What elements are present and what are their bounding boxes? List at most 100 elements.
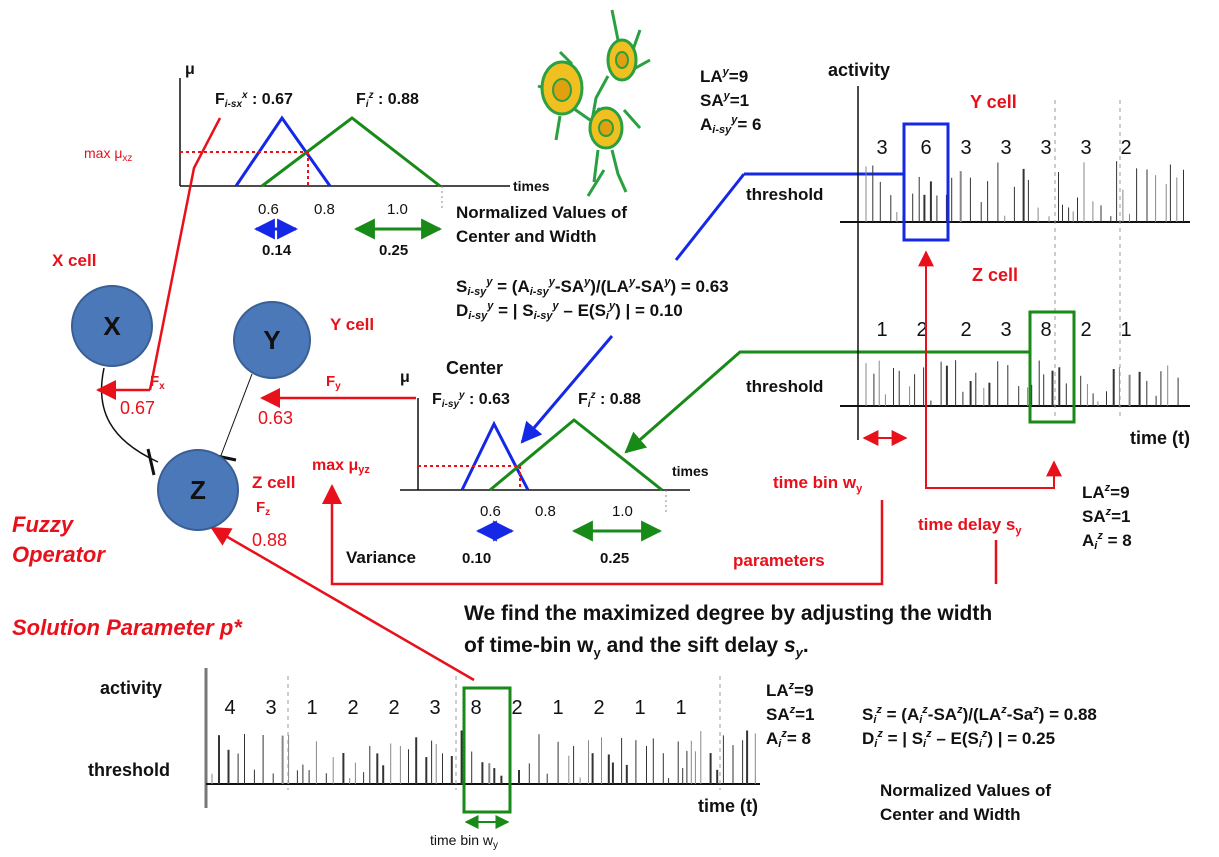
mid-chart-tick-2: 1.0	[612, 503, 633, 520]
mid-chart-times-label: times	[672, 463, 709, 479]
y-count-1: 6	[920, 137, 931, 159]
top-chart-times-label: times	[513, 178, 550, 194]
bottom-laz: LAz=9	[766, 680, 814, 700]
middle-membership-chart: μ Center times Fi-syy : 0.63 Fiz : 0.88 …	[312, 358, 709, 567]
x-node-label: X	[103, 311, 121, 341]
y-cell-spikes	[865, 161, 1184, 222]
mid-chart-fy-label: Fi-syy : 0.63	[432, 390, 510, 410]
top-chart-tick-0: 0.6	[258, 201, 279, 218]
bottom-values: LAz=9 SAz=1 Aiz= 8 Siz = (Aiz-SAz)/(LAz-…	[766, 680, 1097, 750]
mid-chart-blue-triangle	[460, 420, 530, 491]
fuzzy-operator-line1: Fuzzy	[12, 512, 75, 537]
y-count-0: 3	[876, 137, 887, 159]
y-count-4: 3	[1040, 137, 1051, 159]
blue-connector-a	[674, 173, 746, 261]
bottom-saz: SAz=1	[766, 704, 815, 724]
node-network: X Y Z X cell Y cell Z cell Fx 0.67 Fy 0.…	[52, 251, 374, 550]
saz-value: SAz=1	[1082, 506, 1131, 526]
fz-label: Fz	[256, 499, 270, 518]
neuron-nucleus-3	[598, 119, 614, 137]
time-delay-arrow	[918, 250, 1062, 489]
z-count-0: 1	[876, 319, 887, 341]
right-z-threshold: threshold	[746, 377, 823, 396]
bottom-formula-d: Diz = | Siz – E(Siz) | = 0.25	[862, 728, 1055, 750]
mid-chart-tick-1: 0.8	[535, 503, 556, 520]
top-chart-tick-1: 0.8	[314, 201, 335, 218]
right-activity-charts: activity Y cell Z cell threshold thresho…	[746, 60, 1190, 448]
top-chart-fx-label: Fi-sxx : 0.67	[215, 90, 293, 110]
ay-value: Ai-syy= 6	[700, 114, 761, 136]
y-count-3: 3	[1000, 137, 1011, 159]
bottom-count-6: 8	[470, 697, 481, 719]
right-y-threshold: threshold	[746, 185, 823, 204]
y-count-2: 3	[960, 137, 971, 159]
neuron-image	[537, 9, 651, 197]
y-cell-label: Y cell	[330, 315, 374, 334]
bottom-count-1: 3	[265, 697, 276, 719]
fy-value: 0.63	[258, 408, 293, 428]
mid-chart-blue-width: 0.10	[462, 550, 491, 567]
time-bin-label: time bin wy	[773, 473, 863, 495]
y-count-6: 2	[1120, 137, 1131, 159]
z-cell-label: Z cell	[252, 473, 295, 492]
statement-line1: We find the maximized degree by adjustin…	[464, 602, 992, 625]
mid-chart-max-label: max μyz	[312, 457, 370, 476]
top-chart-green-width: 0.25	[379, 242, 408, 259]
mid-chart-variance-label: Variance	[346, 548, 416, 567]
bottom-time-label: time (t)	[698, 796, 758, 816]
top-membership-chart: μ times Fi-sxx : 0.67 Fiz : 0.88 max μxz…	[84, 61, 550, 259]
bottom-activity-label: activity	[100, 678, 162, 698]
fx-value: 0.67	[120, 398, 155, 418]
y-node-label: Y	[263, 325, 280, 355]
y-cell-counts: 3 6 3 3 3 3 2	[876, 137, 1131, 159]
bottom-count-2: 1	[306, 697, 317, 719]
x-cell-label: X cell	[52, 251, 96, 270]
right-activity-label: activity	[828, 60, 890, 80]
blue-connector-arrow	[520, 335, 614, 444]
neuron-nucleus-1	[552, 78, 572, 102]
y-node	[233, 301, 311, 379]
top-chart-green-triangle	[261, 116, 441, 188]
bottom-formula-s: Siz = (Aiz-SAz)/(LAz-Saz) = 0.88	[862, 704, 1097, 726]
y-to-z-edge	[219, 373, 253, 459]
solution-arrow	[210, 526, 475, 682]
fuzzy-operator-line2: Operator	[12, 542, 106, 567]
bottom-count-5: 3	[429, 697, 440, 719]
normalized-top-line1: Normalized Values of	[456, 203, 627, 222]
bottom-count-8: 1	[552, 697, 563, 719]
bottom-count-9: 2	[593, 697, 604, 719]
y-count-5: 3	[1080, 137, 1091, 159]
laz-value: LAz=9	[1082, 482, 1130, 502]
z-count-2: 2	[960, 319, 971, 341]
az-value: Aiz = 8	[1082, 530, 1132, 552]
formula-d-y: Di-syy = | Si-syy – E(Siy) | = 0.10	[456, 300, 683, 322]
parameters-label: parameters	[733, 551, 825, 570]
mid-chart-fz-label: Fiz : 0.88	[578, 390, 641, 410]
mid-chart-green-width: 0.25	[600, 550, 629, 567]
z-count-5: 2	[1080, 319, 1091, 341]
top-chart-blue-width: 0.14	[262, 242, 292, 259]
bottom-time-bin-label: time bin wy	[430, 832, 498, 851]
normalized-bottom-line2: Center and Width	[880, 805, 1021, 824]
bottom-count-4: 2	[388, 697, 399, 719]
bottom-count-0: 4	[224, 697, 235, 719]
x-inhibit-bar	[146, 448, 156, 476]
bottom-count-10: 1	[634, 697, 645, 719]
statement-line2: of time-bin wy and the sift delay sy.	[464, 634, 809, 660]
top-chart-tick-2: 1.0	[387, 201, 408, 218]
mid-chart-green-triangle	[489, 418, 663, 492]
top-chart-to-x-line	[148, 117, 222, 391]
fy-label: Fy	[326, 373, 341, 392]
bottom-count-3: 2	[347, 697, 358, 719]
lay-value: LAy=9	[700, 66, 748, 86]
top-chart-blue-triangle	[234, 115, 332, 187]
y-cell-highlight-box	[902, 122, 950, 242]
z-cell-spikes	[865, 360, 1179, 406]
right-time-label: time (t)	[1130, 428, 1190, 448]
z-node	[157, 449, 239, 531]
mid-chart-tick-0: 0.6	[480, 503, 501, 520]
z-count-6: 1	[1120, 319, 1131, 341]
green-connector-arrow	[624, 350, 1030, 454]
